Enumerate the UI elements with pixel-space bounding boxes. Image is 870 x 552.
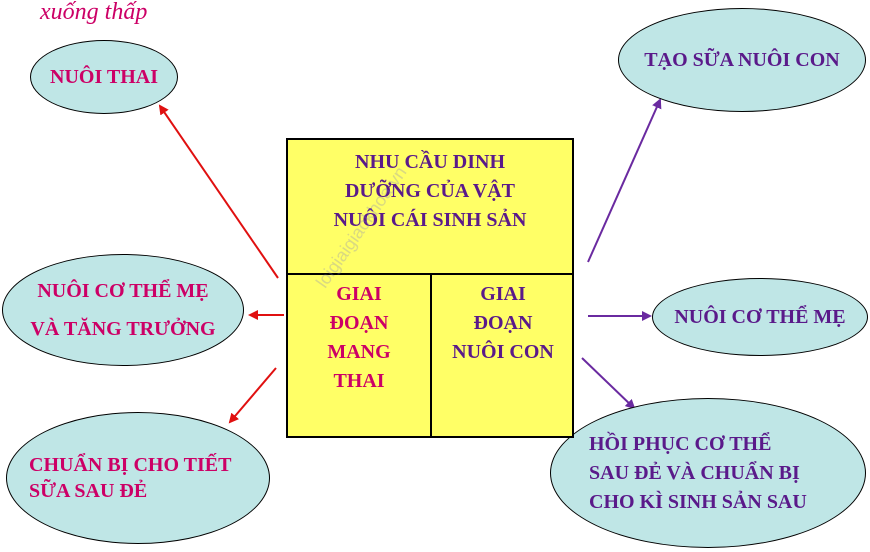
node-label: SAU ĐẺ VÀ CHUẨN BỊ bbox=[589, 461, 800, 484]
node-hoi-phuc-co-the: HỒI PHỤC CƠ THỂ SAU ĐẺ VÀ CHUẨN BỊ CHO K… bbox=[550, 398, 866, 548]
center-title: NHU CẦU DINH DƯỠNG CỦA VẬT NUÔI CÁI SINH… bbox=[288, 148, 572, 235]
node-chuan-bi-tiet-sua: CHUẨN BỊ CHO TIẾT SỮA SAU ĐẺ bbox=[6, 412, 270, 544]
cell-line: GIAI bbox=[480, 283, 526, 305]
node-label: CHUẨN BỊ CHO TIẾT bbox=[29, 454, 232, 476]
node-label: VÀ TĂNG TRƯỞNG bbox=[30, 318, 216, 340]
cell-line: MANG bbox=[327, 341, 391, 363]
center-box: NHU CẦU DINH DƯỠNG CỦA VẬT NUÔI CÁI SINH… bbox=[286, 138, 574, 438]
center-title-line: NHU CẦU DINH bbox=[355, 151, 505, 173]
vertical-divider bbox=[430, 273, 432, 438]
node-label: TẠO SỮA NUÔI CON bbox=[644, 49, 840, 71]
cell-mang-thai: GIAI ĐOẠN MANG THAI bbox=[288, 280, 430, 396]
node-label: HỒI PHỤC CƠ THỂ bbox=[589, 432, 772, 455]
node-nuoi-co-the-me-right: NUÔI CƠ THỂ MẸ bbox=[652, 278, 868, 356]
node-label: SỮA SAU ĐẺ bbox=[29, 480, 148, 502]
cell-line: NUÔI CON bbox=[452, 341, 554, 363]
node-label: NUÔI THAI bbox=[50, 66, 158, 88]
cell-line: ĐOẠN bbox=[329, 312, 389, 334]
node-label: NUÔI CƠ THỂ MẸ bbox=[674, 306, 846, 328]
arrow-to-hoi-phuc bbox=[581, 357, 636, 410]
cell-line: GIAI bbox=[336, 283, 382, 305]
top-caption: xuống thấp bbox=[40, 0, 148, 25]
node-label: NUÔI CƠ THỂ MẸ bbox=[37, 280, 209, 302]
cell-line: THAI bbox=[333, 370, 385, 392]
cell-line: ĐOẠN bbox=[473, 312, 533, 334]
node-nuoi-co-the-me-tang-truong: NUÔI CƠ THỂ MẸ VÀ TĂNG TRƯỞNG bbox=[2, 254, 244, 366]
arrow-to-tao-sua bbox=[587, 98, 662, 263]
cell-nuoi-con: GIAI ĐOẠN NUÔI CON bbox=[432, 280, 574, 367]
node-tao-sua-nuoi-con: TẠO SỮA NUÔI CON bbox=[618, 8, 866, 112]
center-title-line: NUÔI CÁI SINH SẢN bbox=[333, 209, 527, 231]
node-label: CHO KÌ SINH SẢN SAU bbox=[589, 490, 807, 513]
center-title-line: DƯỠNG CỦA VẬT bbox=[344, 180, 515, 202]
arrow-to-chuan-bi-tiet-sua bbox=[228, 367, 277, 424]
arrow-to-nuoi-thai bbox=[158, 104, 279, 279]
node-nuoi-thai: NUÔI THAI bbox=[30, 40, 178, 114]
